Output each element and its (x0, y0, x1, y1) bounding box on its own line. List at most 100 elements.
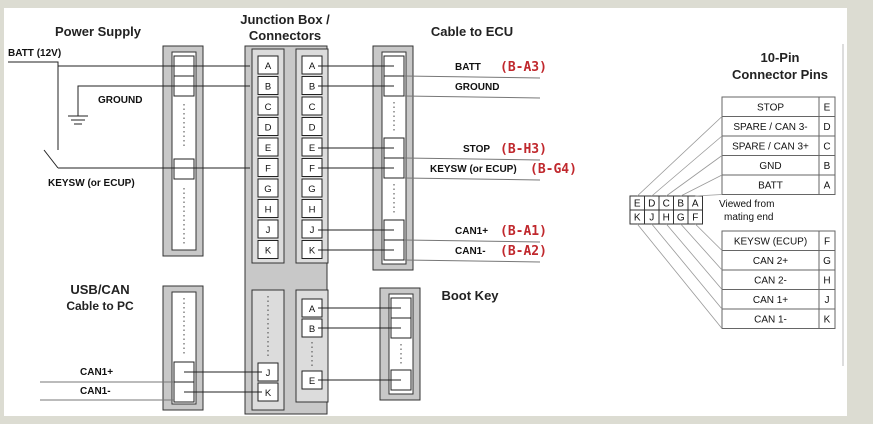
junction-pin-right-d (301, 117, 323, 136)
ecu-code-can1p: (B-A1) (500, 224, 547, 239)
junction-pin-left-f (257, 158, 279, 177)
junction-pin-left-h (257, 199, 279, 218)
junction-pin-right-g (301, 178, 323, 198)
lower-table-row-name: CAN 2+ (753, 256, 788, 267)
boot-side-pin-label: B (309, 324, 315, 335)
ecu-out-stop (403, 157, 541, 161)
leader-line-c (666, 155, 723, 197)
junction-pin-right-c (301, 96, 323, 116)
boot-side-pin-label: E (309, 376, 315, 387)
ecu-out-keysw (403, 177, 541, 181)
face-pin-label: H (663, 213, 670, 224)
lower-table-row-pin: J (825, 295, 830, 306)
upper-table-row-name: SPARE / CAN 3+ (732, 142, 809, 153)
lower-table-row-name: CAN 1- (754, 315, 787, 326)
keysw-switch (43, 149, 59, 169)
ps-pin-keysw (173, 158, 195, 180)
junction-pin-left-b (257, 76, 279, 95)
face-pin-label: E (634, 199, 641, 210)
junction-pin-label: E (309, 143, 315, 154)
face-pin-label: A (692, 199, 699, 210)
pc-side-pin-label: K (265, 388, 272, 399)
junction-pin-label: F (309, 164, 315, 175)
upper-table-row-pin: C (823, 142, 830, 153)
junction-pin-left-d (257, 117, 279, 136)
leader-line-g (680, 223, 723, 271)
junction-pin-label: E (265, 143, 271, 154)
ecu-code-can1m: (B-A2) (500, 244, 547, 259)
junction-pin-left-k (257, 240, 279, 259)
junction-pin-right-a (301, 55, 323, 75)
bootkey-connector-pins: AB E (301, 298, 323, 390)
junction-pin-left-e (257, 137, 279, 157)
lower-table-row-pin: H (823, 276, 830, 287)
upper-table-row-pin: A (824, 181, 831, 192)
leader-line-b (680, 174, 723, 197)
ecu-label-batt: BATT (455, 62, 481, 73)
lower-table-row-name: KEYSW (ECUP) (734, 237, 807, 248)
leader-line-e (636, 116, 723, 197)
boot-side-pin-label: A (309, 304, 316, 315)
ecu-label-stop: STOP (463, 144, 490, 155)
pin-leader-lines (636, 116, 723, 329)
ecu-out-can1p (403, 239, 541, 243)
usbcan-heading-line2: Cable to PC (66, 299, 134, 313)
junction-pin-label: C (265, 102, 272, 113)
batt-wire (8, 61, 250, 67)
batt-label: BATT (12V) (8, 48, 61, 59)
face-pin-label: F (692, 213, 698, 224)
upper-table-row-pin-cell (818, 174, 836, 195)
cable-ecu-heading: Cable to ECU (431, 24, 513, 39)
lower-table-row-pin: G (823, 256, 831, 267)
junction-pin-label: K (309, 246, 316, 257)
leader-line-j (651, 223, 723, 310)
junction-pin-label: J (310, 225, 315, 236)
face-pin-label: K (634, 213, 641, 224)
junction-pin-label: G (264, 184, 271, 195)
junction-pin-label: D (265, 123, 272, 134)
junction-heading-line2: Connectors (249, 28, 321, 43)
face-pin-label: B (677, 199, 684, 210)
face-caption-line1: Viewed from (719, 199, 774, 210)
leader-line-k (636, 223, 723, 329)
face-pin-label: C (663, 199, 670, 210)
face-pin-label: J (649, 213, 654, 224)
junction-pin-left-j (257, 219, 279, 239)
upper-table-row-name: BATT (758, 181, 783, 192)
lower-table-row-name: CAN 2- (754, 276, 787, 287)
junction-pin-right-h (301, 199, 323, 218)
junction-pin-label: A (309, 61, 316, 72)
leader-line-a (695, 194, 723, 197)
ground-label: GROUND (98, 95, 142, 106)
junction-heading-line1: Junction Box / (240, 12, 330, 27)
leader-line-f (694, 223, 723, 251)
junction-pin-label: K (265, 246, 272, 257)
leader-line-d (651, 135, 723, 197)
junction-pin-label: C (309, 102, 316, 113)
pins-heading-line1: 10-Pin (760, 50, 799, 65)
ecu-label-ground: GROUND (455, 82, 499, 93)
face-pin-label: G (677, 213, 685, 224)
junction-pin-label: G (308, 184, 315, 195)
power-supply-heading: Power Supply (55, 24, 142, 39)
ground-wire (77, 85, 250, 116)
junction-pin-left-c (257, 96, 279, 116)
upper-table-row-pin: E (824, 103, 831, 114)
junction-pin-label: H (265, 205, 272, 216)
upper-table-row-pin: B (824, 161, 831, 172)
junction-pin-label: A (265, 61, 272, 72)
junction-pin-label: F (265, 164, 271, 175)
upper-table-row-name: STOP (757, 103, 784, 114)
upper-table-row-name: SPARE / CAN 3- (733, 122, 807, 133)
usbcan-heading-line1: USB/CAN (70, 282, 129, 297)
junction-pin-left-a (257, 55, 279, 75)
ecu-out-ground (403, 95, 541, 99)
keysw-label: KEYSW (or ECUP) (48, 178, 135, 189)
ecu-label-can1m: CAN1- (455, 246, 486, 257)
pc-side-pin-label: J (266, 368, 271, 379)
face-caption-line2: mating end (724, 212, 773, 223)
